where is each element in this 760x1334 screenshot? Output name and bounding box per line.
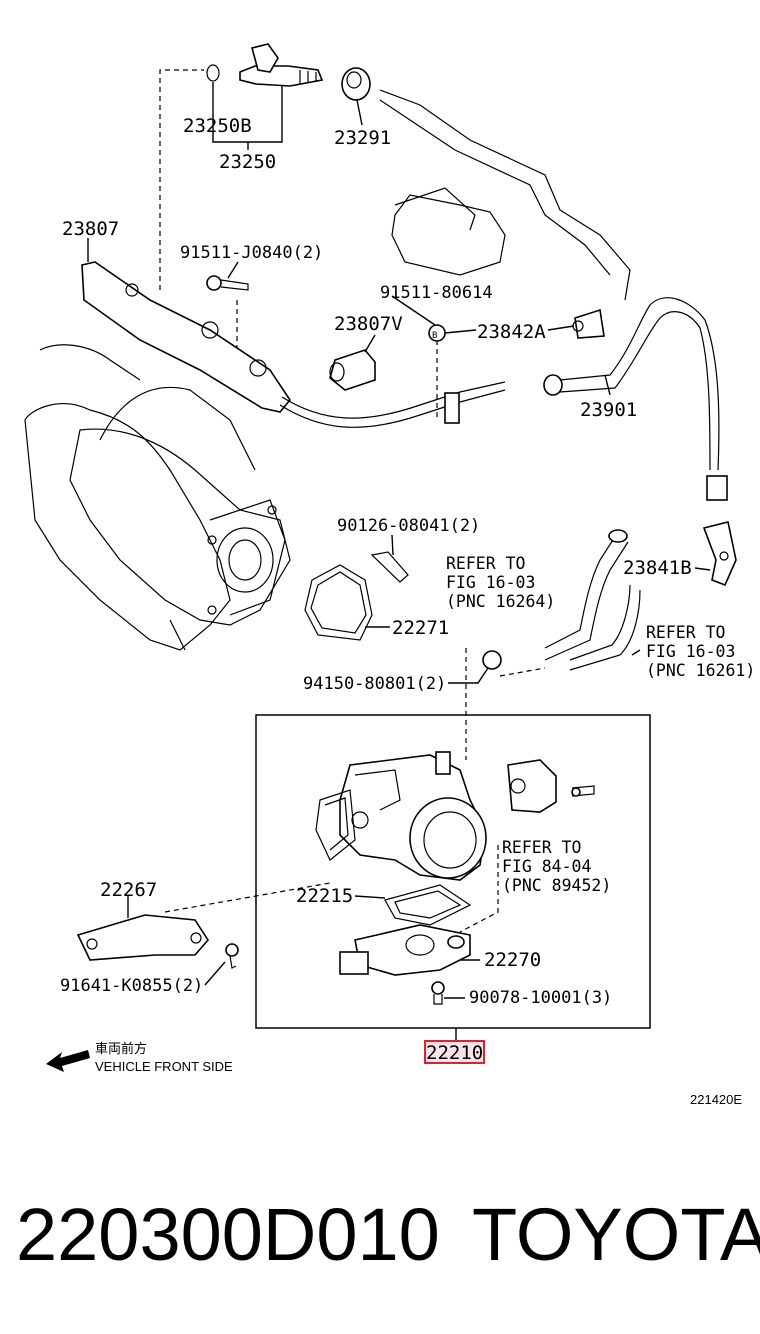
label-23807: 23807: [62, 218, 119, 240]
clip-23841B: [702, 521, 737, 587]
label-23842A: 23842A: [477, 321, 546, 343]
label-90126: 90126-08041(2): [337, 516, 480, 536]
bolt-91511-J0840: [206, 275, 249, 291]
bolt-91641: [225, 943, 239, 969]
caption-part-number: 220300D010: [16, 1193, 440, 1276]
water-hose-left: [544, 529, 629, 661]
label-90078: 90078-10001(3): [469, 988, 612, 1008]
svg-text:B: B: [432, 331, 437, 341]
label-22270: 22270: [484, 949, 541, 971]
vehicle-front-indicator: 車両前方 VEHICLE FRONT SIDE: [46, 1041, 233, 1074]
highlight-box-22210: [424, 1040, 485, 1064]
refer-note-16264: REFER TO FIG 16-03 (PNC 16264): [446, 554, 555, 611]
cushion-23807V: [329, 349, 376, 391]
label-22271: 22271: [392, 617, 449, 639]
throttle-body-22210: [315, 751, 487, 881]
refer-note-16261: REFER TO FIG 16-03 (PNC 16261): [646, 623, 755, 680]
gasket-22271: [304, 564, 373, 641]
label-22210[interactable]: 22210: [426, 1042, 483, 1064]
label-23807V: 23807V: [334, 313, 403, 335]
caption-bar: 220300D010 TOYOTA: [0, 1185, 760, 1285]
intake-manifold: [24, 344, 291, 651]
label-23841B: 23841B: [623, 557, 692, 579]
engine-cover-outline: [379, 89, 631, 301]
injector-group: [206, 43, 324, 87]
label-91511-80614: 91511-80614: [380, 283, 493, 303]
svg-text:REFER TO: REFER TO: [646, 623, 725, 642]
fuel-hose-23901: [543, 297, 728, 501]
label-23250: 23250: [219, 151, 276, 173]
svg-text:FIG 16-03: FIG 16-03: [646, 642, 735, 661]
front-label-en: VEHICLE FRONT SIDE: [95, 1059, 233, 1074]
refer-note-89452: REFER TO FIG 84-04 (PNC 89452): [502, 838, 611, 895]
water-hose-right: [569, 584, 641, 671]
figure-code: 221420E: [690, 1092, 742, 1107]
throttle-position-sensor: [507, 759, 595, 813]
svg-text:(PNC 89452): (PNC 89452): [502, 876, 611, 895]
label-22267: 22267: [100, 879, 157, 901]
label-23291: 23291: [334, 127, 391, 149]
throttle-body-box: [255, 714, 651, 1029]
iac-valve-22270: [339, 924, 471, 976]
gasket-22215: [384, 884, 472, 926]
grommet-23291: [341, 67, 371, 101]
nut-94150: [482, 650, 502, 670]
svg-text:FIG 16-03: FIG 16-03: [446, 573, 535, 592]
label-91641: 91641-K0855(2): [60, 976, 203, 996]
front-arrow-icon: [46, 1050, 90, 1072]
svg-text:(PNC 16264): (PNC 16264): [446, 592, 555, 611]
svg-text:(PNC 16261): (PNC 16261): [646, 661, 755, 680]
bolt-90078: [431, 981, 445, 1005]
label-91511-J0840: 91511-J0840(2): [180, 243, 323, 263]
svg-text:REFER TO: REFER TO: [446, 554, 525, 573]
bracket-22267: [76, 914, 209, 961]
clamp-23842A: [572, 308, 605, 339]
leader-lines: [87, 82, 711, 1040]
front-label-jp: 車両前方: [95, 1041, 147, 1056]
label-23250B: 23250B: [183, 115, 252, 137]
label-94150: 94150-80801(2): [303, 674, 446, 694]
label-22215: 22215: [296, 885, 353, 907]
stud-90126: [370, 551, 409, 583]
caption-brand: TOYOTA: [472, 1193, 760, 1276]
washer-91511-80614: B: [428, 324, 446, 342]
parts-diagram: B: [24, 43, 755, 1107]
svg-text:FIG 84-04: FIG 84-04: [502, 857, 591, 876]
svg-text:REFER TO: REFER TO: [502, 838, 581, 857]
delivery-pipe-23807: [81, 261, 506, 428]
label-23901: 23901: [580, 399, 637, 421]
